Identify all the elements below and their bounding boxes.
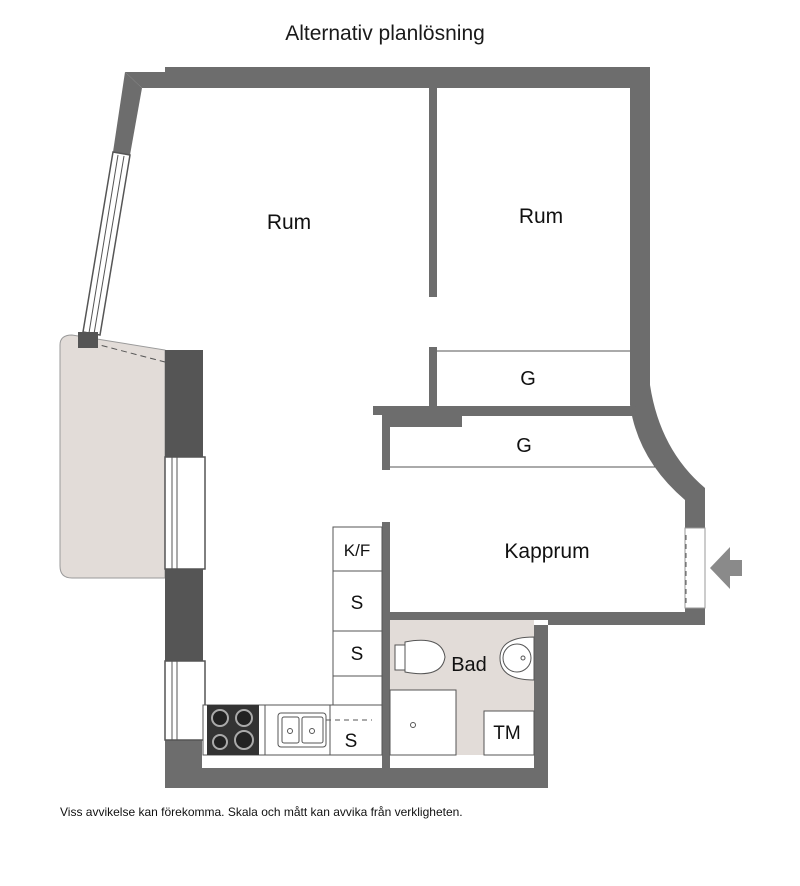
stove-burner — [234, 730, 254, 750]
window-angled — [82, 151, 131, 336]
washer-dryer-label: TM — [493, 723, 520, 744]
outer-wall-left-upper — [113, 72, 142, 155]
toilet — [394, 639, 446, 675]
window-angled-pane — [88, 154, 119, 334]
outer-wall-bottom — [165, 740, 548, 788]
shower-drain — [410, 722, 416, 728]
cabinet-2-label: S — [351, 644, 364, 665]
window-angled-pane — [93, 155, 125, 335]
window-angled-corner — [78, 332, 98, 348]
outer-wall-right — [630, 88, 705, 528]
wardrobe-2-label: G — [516, 435, 532, 457]
outer-wall-right-lower — [548, 608, 705, 625]
bathroom-sink-drain — [520, 655, 526, 661]
stove-burner — [211, 709, 229, 727]
stove-burner — [235, 709, 253, 727]
entrance-door-frame — [684, 527, 706, 609]
bathroom-wall-left — [382, 612, 390, 768]
outer-wall-top — [125, 67, 650, 88]
balcony — [59, 334, 166, 579]
plan-title: Alternativ planlösning — [285, 22, 485, 45]
window-left-2 — [164, 660, 206, 741]
cabinet-1 — [332, 570, 383, 632]
kitchen-sink-basin — [281, 716, 300, 744]
wardrobe-1-label: G — [520, 368, 536, 390]
cabinet-2 — [332, 630, 383, 677]
sink-drain — [309, 728, 315, 734]
bathroom-label: Bad — [451, 654, 487, 676]
bathroom-wall-right — [534, 625, 548, 788]
balcony-dashed-line — [91, 342, 166, 363]
entrance-arrow-icon — [710, 547, 742, 589]
room-2-label: Rum — [519, 205, 563, 228]
kitchen-sink-basin — [301, 716, 324, 744]
fridge-freezer — [332, 526, 383, 572]
interior-wall-wardrobe — [429, 347, 437, 407]
window-left-1 — [164, 456, 206, 570]
bathroom-wall-top — [382, 612, 548, 620]
kitchen-counter-vertical — [332, 675, 383, 706]
stove-burner — [212, 734, 228, 750]
interior-wall-rooms — [429, 88, 437, 297]
shower — [389, 689, 457, 756]
fridge-freezer-label: K/F — [344, 541, 370, 560]
bathroom-sink-basin — [502, 643, 532, 673]
cabinet-1-label: S — [351, 593, 364, 614]
washer-dryer — [483, 710, 535, 756]
room-1-label: Rum — [267, 211, 311, 234]
interior-wall-horizontal — [373, 406, 636, 470]
disclaimer: Viss avvikelse kan förekomma. Skala och … — [60, 805, 463, 819]
hall-label: Kapprum — [504, 540, 589, 563]
cabinet-3-label: S — [345, 731, 358, 752]
sink-drain — [287, 728, 293, 734]
